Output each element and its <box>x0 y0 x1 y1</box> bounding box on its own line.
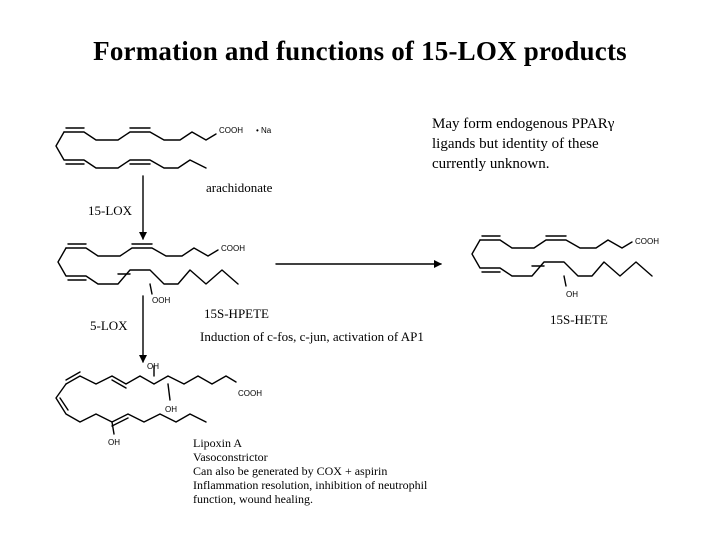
arachidonate-label: arachidonate <box>206 180 273 195</box>
lipoxin-line-2: Vasoconstrictor <box>193 450 268 464</box>
hpete-structure: COOH OOH <box>57 243 245 305</box>
ppar-note-line-2: ligands but identity of these <box>432 136 599 152</box>
hete-oh: OH <box>566 290 578 299</box>
lipoxin-line-5: function, wound healing. <box>193 492 313 506</box>
lipoxin-oh-bottom: OH <box>108 438 120 447</box>
ppar-note-line-3: currently unknown. <box>432 156 550 172</box>
lipoxin-oh-top: OH <box>147 362 159 371</box>
15s-hete-label: 15S-HETE <box>550 312 608 327</box>
lipoxin-oh-mid: OH <box>165 405 177 414</box>
slide-title: Formation and functions of 15-LOX produc… <box>93 36 627 66</box>
induction-text: Induction of c-fos, c-jun, activation of… <box>200 329 424 344</box>
arachidonate-structure: COOH • Na <box>55 126 272 169</box>
5-lox-label: 5-LOX <box>90 318 128 333</box>
hpete-cooh: COOH <box>221 244 245 253</box>
lipoxin-notes: Lipoxin A Vasoconstrictor Can also be ge… <box>193 436 427 506</box>
15-lox-label: 15-LOX <box>88 203 133 218</box>
arachidonate-na: • Na <box>256 126 272 135</box>
lipoxin-line-4: Inflammation resolution, inhibition of n… <box>193 478 428 492</box>
lipoxin-cooh: COOH <box>238 389 262 398</box>
hpete-ooh: OOH <box>152 296 170 305</box>
lipoxin-line-1: Lipoxin A <box>193 436 243 450</box>
15s-hpete-label: 15S-HPETE <box>204 306 269 321</box>
lipoxin-structure: COOH OH OH OH <box>55 362 262 447</box>
ppar-note-line-1: May form endogenous PPARγ <box>432 116 615 132</box>
ppar-note: May form endogenous PPARγ ligands but id… <box>432 114 614 174</box>
hete-cooh: COOH <box>635 237 659 246</box>
lipoxin-line-3: Can also be generated by COX + aspirin <box>193 464 388 478</box>
hete-structure: COOH OH <box>471 235 659 299</box>
arachidonate-cooh: COOH <box>219 126 243 135</box>
